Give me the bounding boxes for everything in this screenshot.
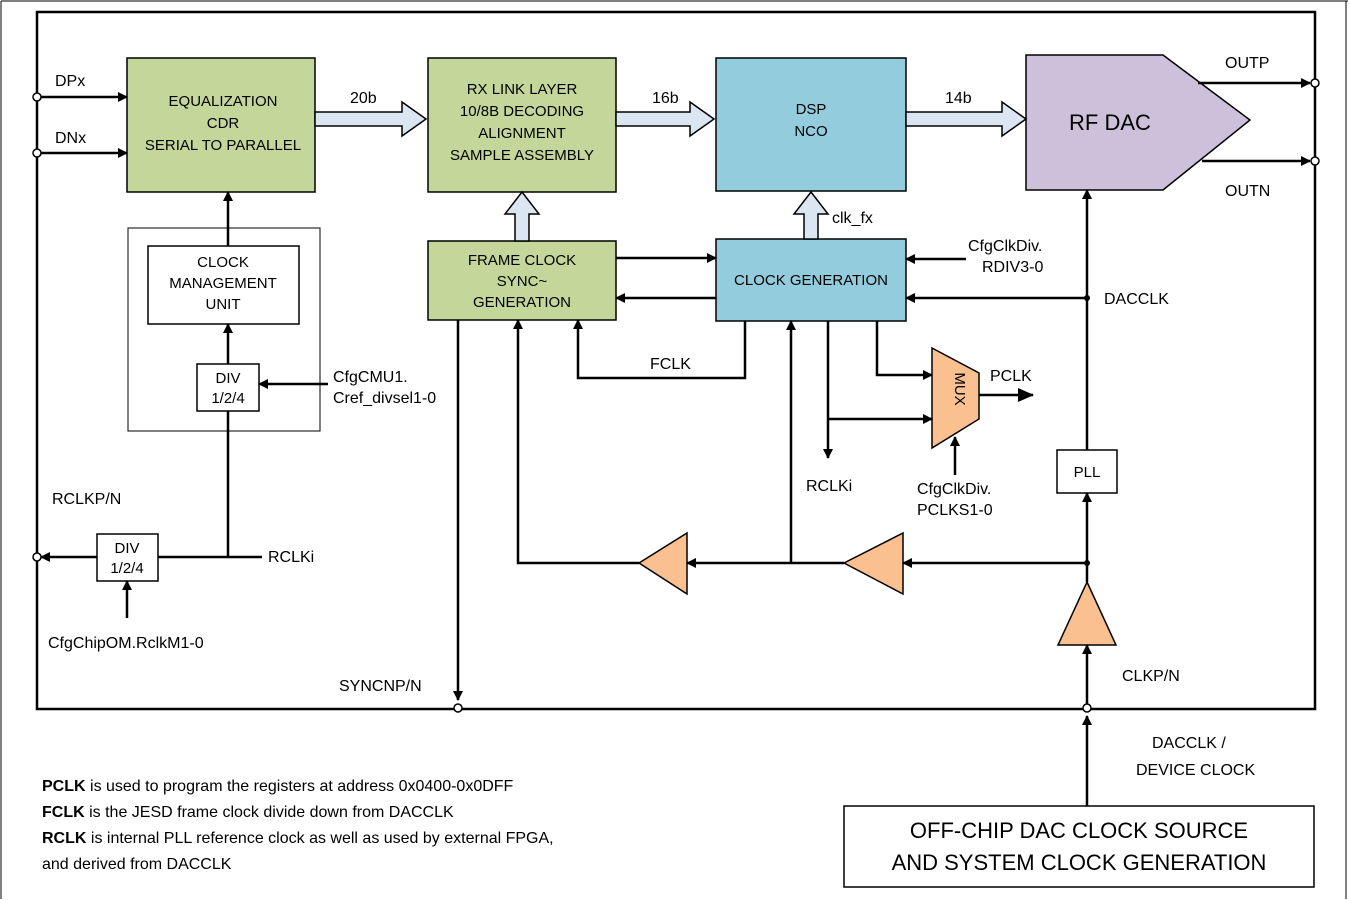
dpx-label: DPx	[55, 73, 85, 90]
equalization-block: EQUALIZATION CDR SERIAL TO PARALLEL	[126, 57, 316, 193]
div-cmu-block: DIV 1/2/4	[196, 363, 260, 412]
outn-pin	[1310, 156, 1320, 166]
note-rclk-cont: and derived from DACCLK	[42, 856, 232, 873]
clock-management-unit-block: CLOCK MANAGEMENT UNIT	[147, 245, 300, 325]
pclks-label-1: CfgClkDiv.	[917, 481, 991, 498]
rf-dac-block: RF DAC	[1025, 54, 1252, 191]
chip-boundary	[35, 10, 1317, 711]
rclkpn-pin	[32, 552, 42, 562]
cfgcmu-label-2: Cref_divsel1-0	[333, 390, 436, 407]
bus16-label: 16b	[652, 90, 679, 107]
buffer-mid	[842, 531, 904, 596]
rclki-mid-label: RCLKi	[806, 478, 852, 495]
cmu-label-1: CLOCK	[197, 254, 249, 271]
cmu-label-2: MANAGEMENT	[169, 275, 277, 292]
div-rclk-block: DIV 1/2/4	[96, 533, 159, 582]
dnx-pin	[32, 148, 42, 158]
rdiv-label-2: RDIV3-0	[982, 259, 1043, 276]
pclks-label-2: PCLKS1-0	[917, 502, 993, 519]
div-cmu-label: DIV	[215, 370, 240, 387]
clkgen-to-mux-wire	[875, 321, 933, 380]
clkpn-label: CLKP/N	[1122, 668, 1180, 685]
bus20-label: 20b	[350, 90, 377, 107]
frame-clock-label: FRAME CLOCK	[468, 252, 576, 269]
outp-pin	[1310, 78, 1320, 88]
generation-label: GENERATION	[473, 294, 571, 311]
rf-dac-label: RF DAC	[1069, 110, 1151, 135]
clock-generation-label: CLOCK GENERATION	[734, 272, 888, 289]
dacclk-device-label-1: DACCLK /	[1152, 735, 1226, 752]
notes: PCLK is used to program the registers at…	[42, 778, 554, 873]
outp-label: OUTP	[1225, 55, 1269, 72]
clkpn-pin	[1082, 703, 1092, 713]
bus-20b	[314, 100, 428, 138]
rdiv-label-1: CfgClkDiv.	[968, 238, 1042, 255]
note-fclk: FCLK is the JESD frame clock divide down…	[42, 804, 454, 821]
bus-16b	[615, 100, 716, 138]
dacclk-device-label-2: DEVICE CLOCK	[1136, 762, 1255, 779]
bus-frame-to-rx	[503, 190, 541, 242]
dacclk-label: DACCLK	[1104, 291, 1169, 308]
dpx-pin	[32, 92, 42, 102]
outn-label: OUTN	[1225, 183, 1270, 200]
syncnpn-pin	[453, 703, 463, 713]
dnx-label: DNx	[55, 130, 86, 147]
bus14-label: 14b	[945, 90, 972, 107]
div-cmu-ratio: 1/2/4	[211, 390, 244, 407]
syncnpn-label: SYNCNP/N	[339, 678, 422, 695]
mux-block: MUX	[931, 346, 980, 450]
fclk-wire	[573, 319, 747, 380]
cfgcmu-label-1: CfgCMU1.	[333, 369, 408, 386]
rclki-left-label: RCLKi	[268, 549, 314, 566]
rclkpn-label: RCLKP/N	[52, 491, 121, 508]
buffer-clk-input	[1056, 580, 1118, 646]
cmu-label-3: UNIT	[206, 296, 241, 313]
serial-to-parallel-label: SERIAL TO PARALLEL	[145, 137, 301, 154]
rx-link-layer-block: RX LINK LAYER 10/8B DECODING ALIGNMENT S…	[427, 57, 617, 193]
offchip-label-2: AND SYSTEM CLOCK GENERATION	[892, 850, 1267, 875]
sync-label: SYNC~	[497, 273, 548, 290]
cdr-label: CDR	[207, 115, 240, 132]
buffer-left-to-frame-wire	[513, 319, 639, 565]
div-rclk-label: DIV	[114, 540, 139, 557]
bus-14b	[905, 100, 1028, 138]
offchip-clock-source-block: OFF-CHIP DAC CLOCK SOURCE AND SYSTEM CLO…	[843, 805, 1315, 888]
clock-generation-block: CLOCK GENERATION	[715, 238, 907, 322]
nco-label: NCO	[794, 123, 827, 140]
rx-link-layer-label: RX LINK LAYER	[467, 81, 578, 98]
offchip-label-1: OFF-CHIP DAC CLOCK SOURCE	[910, 818, 1248, 843]
clk-fx-label: clk_fx	[832, 210, 873, 227]
decoding-label: 10/8B DECODING	[460, 103, 584, 120]
fclk-label: FCLK	[650, 356, 691, 373]
pll-label: PLL	[1074, 464, 1101, 481]
cfgchip-label: CfgChipOM.RclkM1-0	[48, 635, 204, 652]
alignment-label: ALIGNMENT	[478, 125, 566, 142]
mux-label: MUX	[951, 372, 968, 405]
note-pclk: PCLK is used to program the registers at…	[42, 778, 514, 795]
pclk-label: PCLK	[990, 368, 1032, 385]
bus-clkgen-to-dsp	[792, 190, 830, 240]
note-rclk: RCLK is internal PLL reference clock as …	[42, 830, 554, 847]
frame-clock-block: FRAME CLOCK SYNC~ GENERATION	[427, 240, 617, 321]
sample-assembly-label: SAMPLE ASSEMBLY	[450, 147, 594, 164]
dsp-nco-block: DSP NCO	[715, 57, 907, 192]
cmu-enclosure	[127, 227, 321, 432]
equalization-label: EQUALIZATION	[169, 93, 278, 110]
div-rclk-ratio: 1/2/4	[110, 560, 143, 577]
buffer-left	[637, 531, 688, 596]
pll-block: PLL	[1056, 449, 1118, 494]
dsp-label: DSP	[796, 101, 827, 118]
